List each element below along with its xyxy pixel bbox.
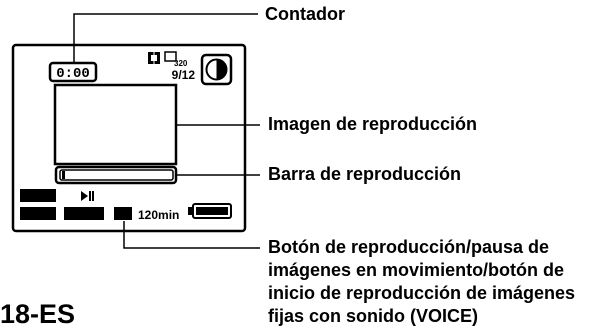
play-pause-icon bbox=[81, 191, 94, 201]
play-pause-button bbox=[114, 207, 132, 220]
counter-box bbox=[48, 61, 98, 83]
image-size-icon: 320 bbox=[164, 51, 188, 68]
playback-bar bbox=[54, 165, 178, 185]
play-button-leader-line bbox=[123, 221, 260, 249]
disc-icon bbox=[200, 53, 233, 86]
playback-image-area bbox=[53, 83, 178, 166]
screen-button bbox=[64, 207, 104, 220]
page-number: 18-ES bbox=[0, 299, 76, 329]
description-line: fijas con sonido (VOICE) bbox=[268, 306, 479, 326]
description-line: Botón de reproducción/pausa de bbox=[268, 237, 550, 257]
counter-value: 0:00 bbox=[56, 66, 90, 82]
counter-leader-line bbox=[73, 13, 258, 63]
description-line: inicio de reproducción de imágenes bbox=[268, 283, 576, 303]
film-icon bbox=[148, 52, 160, 64]
remaining-time: 120min bbox=[138, 208, 179, 222]
screen-button bbox=[20, 189, 56, 202]
description-line: imágenes en movimiento/botón de bbox=[268, 260, 565, 280]
play-button-description: Botón de reproducción/pausa de imágenes … bbox=[268, 236, 575, 328]
lcd-screen-frame bbox=[11, 43, 247, 233]
playback-image-label: Imagen de reproducción bbox=[268, 114, 478, 134]
image-counter: 9/12 bbox=[172, 68, 196, 82]
screen-button bbox=[20, 207, 56, 220]
playback-bar-label: Barra de reproducción bbox=[268, 164, 462, 184]
counter-label: Contador bbox=[265, 4, 345, 24]
image-size-value: 320 bbox=[174, 59, 188, 68]
battery-icon bbox=[188, 203, 232, 219]
